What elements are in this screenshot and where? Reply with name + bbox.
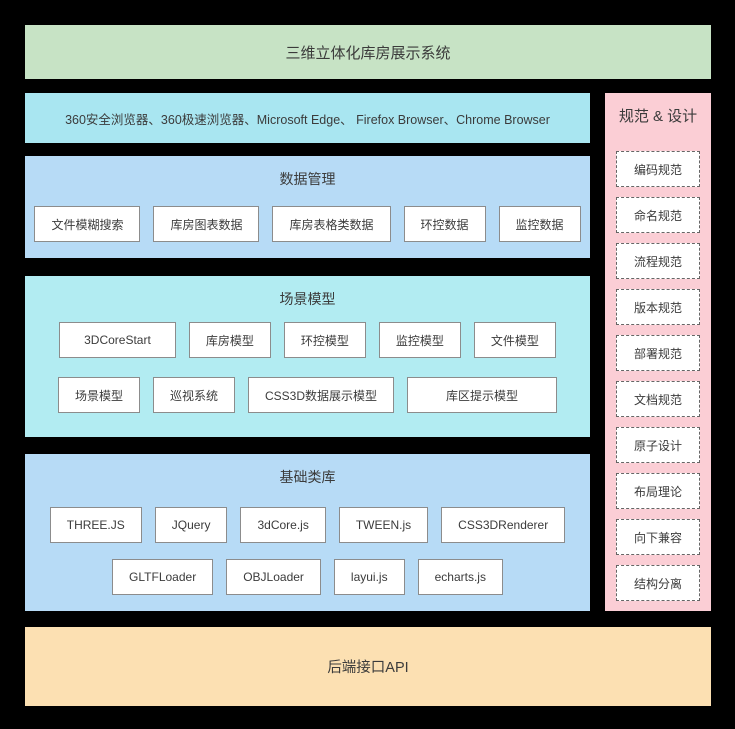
spec-panel-title: 规范 & 设计	[618, 108, 698, 125]
system-title-banner: 三维立体化库房展示系统	[25, 25, 711, 79]
api-banner-label: 后端接口API	[327, 660, 409, 676]
module-box: 文件模糊搜索	[34, 206, 141, 242]
module-box: 环控数据	[403, 206, 486, 242]
module-box: 3DCoreStart	[59, 322, 176, 358]
spec-item: 编码规范	[616, 151, 700, 187]
module-row: 场景模型 巡视系统 CSS3D数据展示模型 库区提示模型	[57, 377, 558, 413]
spec-item: 部署规范	[616, 335, 700, 371]
module-box: 文件模型	[473, 322, 556, 358]
module-box: 库区提示模型	[407, 377, 558, 413]
module-box: 库房表格类数据	[272, 206, 391, 242]
section-title: 场景模型	[279, 291, 336, 307]
module-box: CSS3DRenderer	[441, 507, 566, 543]
section-data-management: 数据管理 文件模糊搜索 库房图表数据 库房表格类数据 环控数据 监控数据	[25, 156, 590, 258]
module-row: 3DCoreStart 库房模型 环控模型 监控模型 文件模型	[59, 322, 556, 358]
system-title-label: 三维立体化库房展示系统	[285, 44, 451, 62]
module-box: layui.js	[333, 559, 405, 595]
module-box: 库房图表数据	[153, 206, 260, 242]
spec-item: 布局理论	[616, 473, 700, 509]
module-box: 环控模型	[283, 322, 366, 358]
browsers-bar: 360安全浏览器、360极速浏览器、Microsoft Edge、 Firefo…	[25, 93, 590, 143]
spec-item: 向下兼容	[616, 519, 700, 555]
spec-item: 版本规范	[616, 289, 700, 325]
browsers-label: 360安全浏览器、360极速浏览器、Microsoft Edge、 Firefo…	[65, 112, 550, 127]
module-box: THREE.JS	[49, 507, 142, 543]
module-box: 监控数据	[498, 206, 581, 242]
module-box: echarts.js	[417, 559, 503, 595]
module-box: CSS3D数据展示模型	[248, 377, 395, 413]
module-box: 库房模型	[188, 322, 271, 358]
spec-item: 文档规范	[616, 381, 700, 417]
spec-item: 命名规范	[616, 197, 700, 233]
spec-item: 结构分离	[616, 565, 700, 601]
section-title: 数据管理	[279, 171, 336, 187]
spec-item: 原子设计	[616, 427, 700, 463]
module-box: 3dCore.js	[240, 507, 326, 543]
module-box: 场景模型	[57, 377, 140, 413]
module-row: THREE.JS JQuery 3dCore.js TWEEN.js CSS3D…	[49, 507, 566, 543]
spec-design-panel: 规范 & 设计 编码规范 命名规范 流程规范 版本规范 部署规范 文档规范 原子…	[605, 93, 711, 611]
module-box: JQuery	[154, 507, 228, 543]
section-base-libraries: 基础类库 THREE.JS JQuery 3dCore.js TWEEN.js …	[25, 454, 590, 611]
module-box: GLTFLoader	[112, 559, 214, 595]
module-box: TWEEN.js	[338, 507, 429, 543]
module-box: OBJLoader	[226, 559, 321, 595]
section-scene-models: 场景模型 3DCoreStart 库房模型 环控模型 监控模型 文件模型 场景模…	[25, 276, 590, 437]
section-title: 基础类库	[279, 469, 336, 485]
module-row: 文件模糊搜索 库房图表数据 库房表格类数据 环控数据 监控数据	[34, 206, 581, 242]
module-row: GLTFLoader OBJLoader layui.js echarts.js	[112, 559, 503, 595]
api-banner: 后端接口API	[25, 627, 711, 706]
spec-item: 流程规范	[616, 243, 700, 279]
module-box: 监控模型	[378, 322, 461, 358]
module-box: 巡视系统	[152, 377, 235, 413]
